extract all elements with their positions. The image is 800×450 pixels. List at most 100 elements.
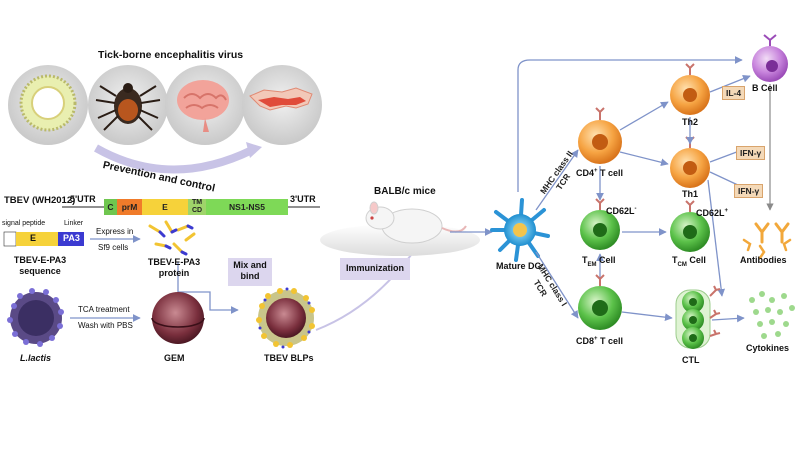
virus-title: Tick-borne encephalitis virus <box>98 49 244 61</box>
gene-segment-ns <box>206 199 288 215</box>
map-icon <box>242 65 322 145</box>
th2-label: Th2 <box>682 117 699 127</box>
cd62l-pos-label: CD62L+ <box>696 208 729 218</box>
immunization-label: Immunization <box>346 263 404 273</box>
cd4-label: CD4+ T cell <box>576 168 624 178</box>
cytokines-label: Cytokines <box>746 343 790 353</box>
tem-sub: EM <box>587 261 597 268</box>
utr5-label: 5'UTR <box>70 194 96 204</box>
construct-e-block <box>16 232 58 246</box>
tick-icon <box>88 65 168 145</box>
th1-to-ctl-arrow <box>707 179 726 297</box>
brain-icon <box>165 65 245 145</box>
express-line1: Express in <box>96 227 134 236</box>
virus-particle-icon <box>8 65 88 145</box>
dc-to-bcell-arrow <box>517 56 743 192</box>
mix-line2: bind <box>240 271 260 281</box>
cd8-t-cell-icon <box>578 274 622 330</box>
cytokines-icon <box>749 291 795 339</box>
tem-cell-icon <box>580 198 620 250</box>
protein-line1: TBEV-E-PA3 <box>147 257 201 267</box>
lactis-particle-icon <box>7 288 64 347</box>
tcm-sub: CM <box>677 261 687 268</box>
b-cell-label: B Cell <box>752 83 778 93</box>
ifn-arrow-2 <box>709 171 741 187</box>
linker-label: Linker <box>64 220 84 227</box>
mix-and-bind-box <box>228 258 272 286</box>
dendritic-cell-icon <box>490 198 550 262</box>
blps-label: TBEV BLPs <box>264 353 314 363</box>
cd8-suffix: T cell <box>597 336 624 346</box>
gene-segment-e <box>142 199 188 215</box>
cd8-label: CD8+ T cell <box>576 336 624 346</box>
gene-ns-label: NS1-NS5 <box>229 202 265 212</box>
tem-suffix: Cell <box>596 255 616 265</box>
strain-label: TBEV (WH2012) <box>4 195 76 206</box>
cd62l-neg-text: CD62L <box>606 206 635 216</box>
b-cell-icon <box>752 34 788 82</box>
antibody-icon <box>742 222 792 260</box>
ifn-tag-2: IFN-γ <box>734 184 764 198</box>
gene-tmcd-label: TM CD <box>191 199 203 214</box>
tcm-suffix: Cell <box>686 255 706 265</box>
cd4-t-cell-icon <box>578 107 622 164</box>
construct-name-line2: sequence <box>19 266 61 276</box>
mice-label: BALB/c mice <box>374 186 436 197</box>
wash-label: Wash with PBS <box>78 321 133 330</box>
utr3-label: 3'UTR <box>290 194 316 204</box>
protein-line2: protein <box>158 268 190 278</box>
il4-arrow <box>709 74 751 93</box>
construct-name-line1: TBEV-E-PA3 <box>13 255 67 265</box>
tcm-label: TCM Cell <box>672 255 706 268</box>
cd4-to-th2-arrow <box>619 101 669 131</box>
gene-segment-tmcd <box>188 199 206 215</box>
construct-pa3-block <box>58 232 84 246</box>
cd4-suffix: T cell <box>597 168 624 178</box>
cd4-to-th1-arrow <box>619 151 669 167</box>
mouse-icon <box>320 201 480 256</box>
mix-line1: Mix and <box>233 260 267 270</box>
tem-text: T <box>582 255 588 265</box>
cd8-to-ctl-arrow <box>621 311 673 322</box>
tcm-text: T <box>672 255 678 265</box>
ctl-cell-cluster-icon <box>675 285 721 349</box>
construct-e-label: E <box>30 233 37 243</box>
prevention-arrow <box>94 144 254 174</box>
mix-arrow <box>177 262 239 314</box>
express-line2: Sf9 cells <box>98 243 129 252</box>
protein-icon <box>148 220 196 256</box>
immunization-box <box>340 258 410 280</box>
gene-segment-c <box>104 199 117 215</box>
cd4-text: CD4 <box>576 168 595 178</box>
th1-cell-icon <box>670 136 710 188</box>
tcm-cell-icon <box>670 200 710 252</box>
th2-cell-icon <box>670 63 710 115</box>
gene-e-label: E <box>162 202 168 212</box>
construct-pa3-label: PA3 <box>63 233 80 243</box>
lactis-label: L.lactis <box>20 353 52 363</box>
cd62l-neg-label: CD62L- <box>606 206 637 216</box>
cd8-text: CD8 <box>576 336 595 346</box>
ctl-label: CTL <box>682 355 700 365</box>
signal-peptide-label: signal peptide <box>2 220 46 227</box>
antibodies-label: Antibodies <box>740 255 787 265</box>
gene-segment-prm <box>117 199 142 215</box>
signal-peptide-block <box>3 231 17 247</box>
dc-to-cd4-arrow <box>535 149 579 211</box>
gem-particle-icon <box>151 292 205 344</box>
ifn-tag-1: IFN-γ <box>736 146 766 160</box>
tem-label: TEM Cell <box>582 255 616 268</box>
il4-tag: IL-4 <box>722 86 746 100</box>
ctl-to-cytokines-arrow <box>711 314 745 323</box>
gene-c-label: C <box>107 202 114 212</box>
tca-label: TCA treatment <box>78 305 130 314</box>
dc-to-cd8-arrow <box>535 251 579 319</box>
cd62l-pos-text: CD62L <box>696 208 725 218</box>
gene-prm-label: prM <box>121 202 138 212</box>
prevention-arrowhead <box>246 142 262 158</box>
blp-particle-icon <box>256 287 315 349</box>
gem-label: GEM <box>164 353 185 363</box>
mature-dc-label: Mature DC <box>496 261 542 271</box>
th1-label: Th1 <box>682 189 699 199</box>
